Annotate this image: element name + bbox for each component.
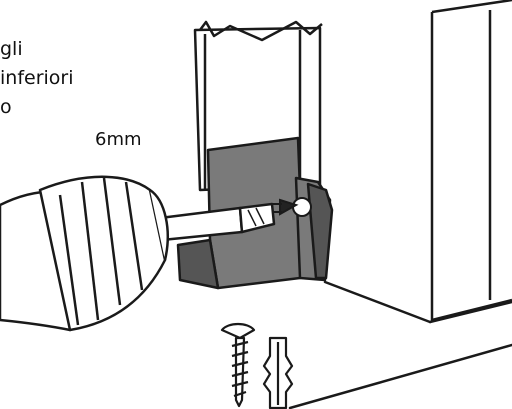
- drill-bit: [158, 202, 276, 242]
- drill-size-label: 6mm: [95, 129, 142, 150]
- wall-plug-icon: [262, 336, 294, 409]
- wall-panel: [430, 0, 512, 322]
- instruction-text-line-1: gli: [0, 38, 23, 60]
- floor-lines: [288, 280, 512, 409]
- instruction-text-line-2: inferiori: [0, 67, 74, 89]
- screw-in-bracket: [270, 197, 312, 217]
- instruction-text-line-3: o: [0, 96, 12, 118]
- drill-body: [0, 175, 169, 332]
- screw-icon: [220, 322, 256, 408]
